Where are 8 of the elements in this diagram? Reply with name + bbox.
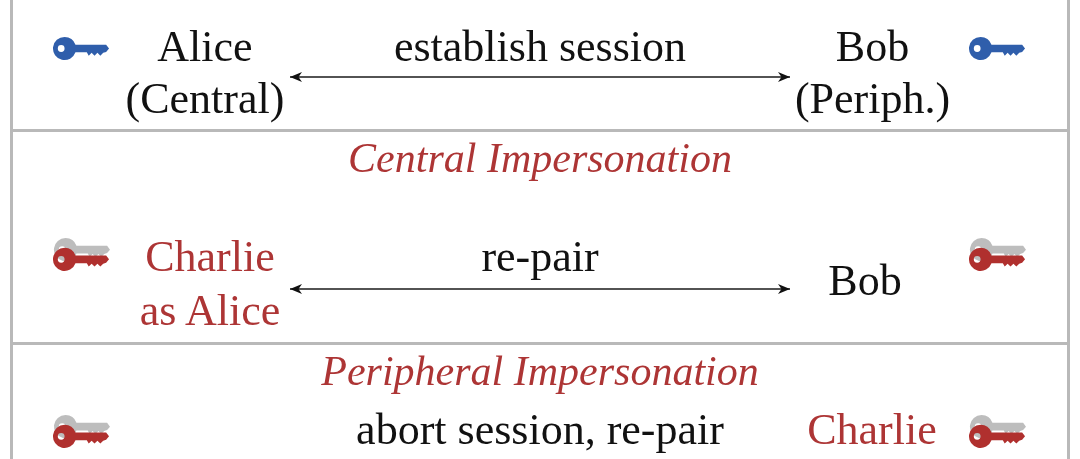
section-title: Peripheral Impersonation (321, 347, 759, 395)
participant-name: Bob (Periph.) (790, 21, 955, 125)
section-title: Central Impersonation (348, 134, 732, 182)
participant-name: Alice (Central) (120, 21, 290, 125)
participant-name: Bob (790, 255, 940, 307)
arrow (289, 284, 791, 294)
participant-name: Charlie as Alice (130, 230, 290, 338)
arrow (289, 72, 791, 82)
